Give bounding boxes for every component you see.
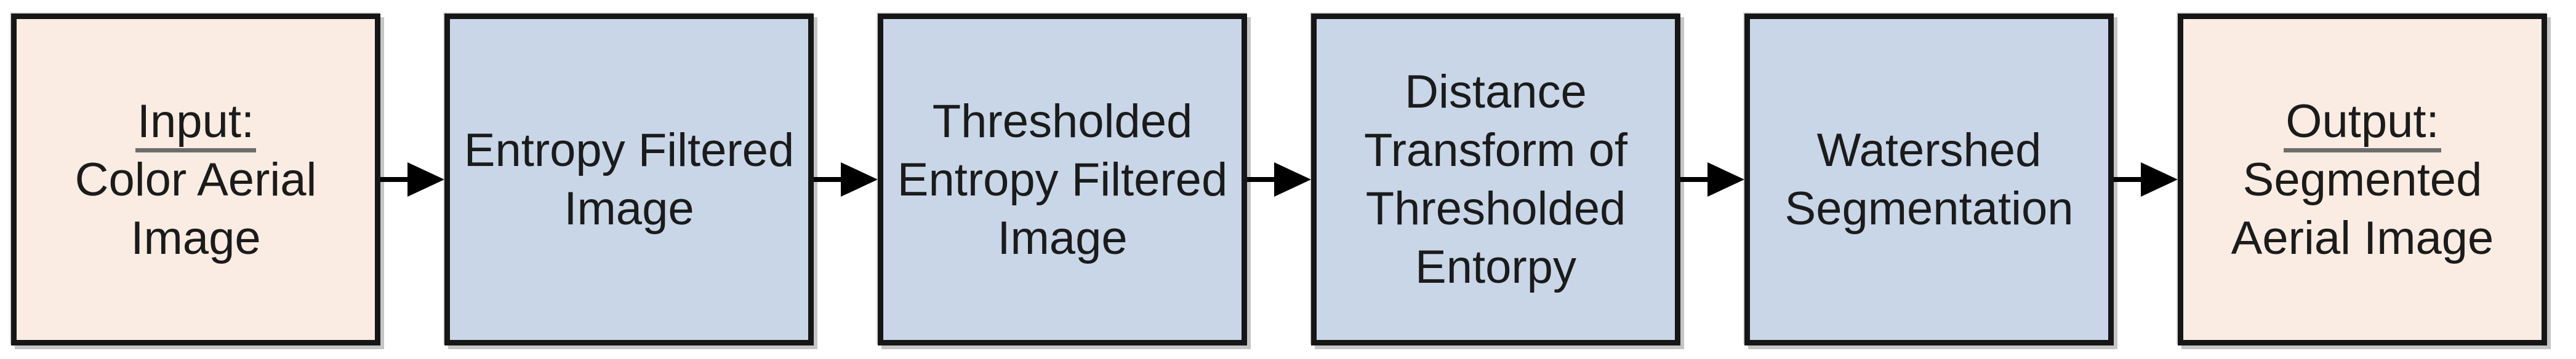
flow-step-watershed-label: Watershed Segmentation — [1783, 121, 2076, 238]
flow-step-watershed: Watershed Segmentation — [1744, 14, 2114, 345]
flow-step-thresholded-entropy: Thresholded Entropy Filtered Image — [878, 14, 1247, 345]
step-body-text: Distance Transform of Thresholded Entorp… — [1364, 66, 1627, 293]
step-body-text: Entropy Filtered Image — [463, 124, 795, 235]
flow-step-thresholded-entropy-label: Thresholded Entropy Filtered Image — [895, 92, 1230, 267]
flow-step-distance-transform: Distance Transform of Thresholded Entorp… — [1311, 14, 1680, 345]
flow-arrow-icon — [2114, 162, 2178, 197]
flow-arrow-icon — [814, 162, 878, 197]
step-body-text: Color Aerial Image — [74, 153, 317, 264]
step-header-text: Input: — [135, 95, 257, 152]
flow-arrow-icon — [380, 162, 444, 197]
step-header-text: Output: — [2284, 95, 2441, 152]
flow-step-distance-transform-label: Distance Transform of Thresholded Entorp… — [1362, 63, 1630, 296]
flow-step-entropy-filtered-label: Entropy Filtered Image — [462, 121, 796, 238]
step-header: Input: — [75, 92, 317, 152]
flow-step-input-label: Input: Color Aerial Image — [73, 92, 319, 267]
step-body-text: Watershed Segmentation — [1784, 124, 2074, 235]
flow-step-input: Input: Color Aerial Image — [11, 14, 380, 345]
flow-step-output: Output: Segmented Aerial Image — [2178, 14, 2547, 345]
flow-arrow-icon — [1680, 162, 1744, 197]
flow-step-entropy-filtered: Entropy Filtered Image — [444, 14, 814, 345]
step-header: Output: — [2231, 92, 2494, 152]
step-body-text: Thresholded Entropy Filtered Image — [897, 95, 1228, 264]
flow-step-output-label: Output: Segmented Aerial Image — [2229, 92, 2497, 267]
step-body-text: Segmented Aerial Image — [2231, 153, 2494, 264]
flow-arrow-icon — [1247, 162, 1311, 197]
